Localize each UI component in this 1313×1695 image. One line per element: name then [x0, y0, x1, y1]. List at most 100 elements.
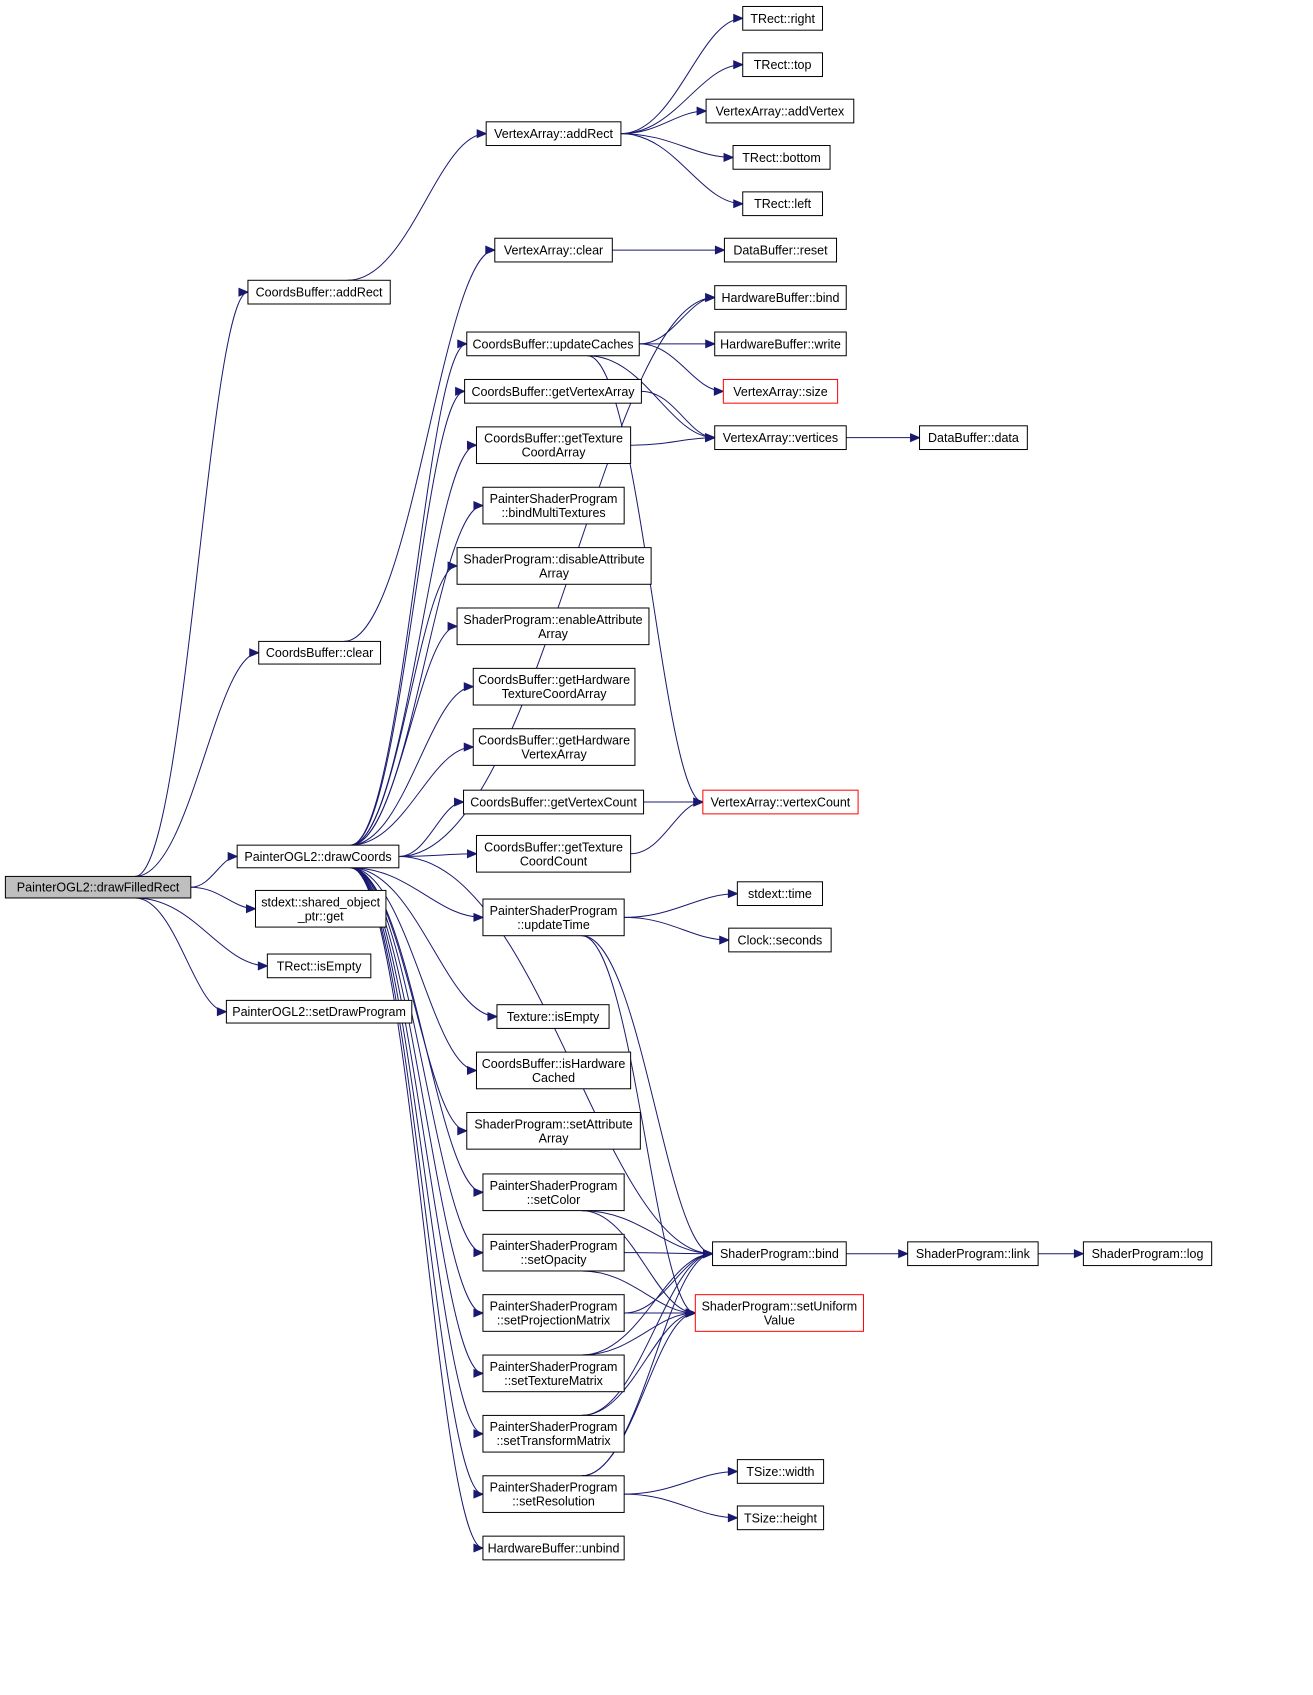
- node-drawCoords[interactable]: PainterOGL2::drawCoords: [236, 844, 400, 869]
- node-pspBindMulti[interactable]: PainterShaderProgram::bindMultiTextures: [482, 486, 625, 525]
- node-label: ShaderProgram::link: [916, 1247, 1031, 1261]
- node-dbReset[interactable]: DataBuffer::reset: [723, 237, 838, 263]
- node-trRight[interactable]: TRect::right: [742, 5, 824, 31]
- edge-line: [620, 64, 743, 135]
- node-vaAddVertex[interactable]: VertexArray::addVertex: [705, 98, 855, 124]
- edge-arrowhead: [705, 292, 716, 303]
- node-box: [714, 425, 847, 451]
- node-box: [254, 889, 387, 928]
- node-vaVertices[interactable]: VertexArray::vertices: [714, 425, 847, 451]
- edge-arrowhead: [473, 1248, 485, 1258]
- node-label: TRect::right: [750, 12, 815, 26]
- node-vaAddRect[interactable]: VertexArray::addRect: [485, 121, 622, 147]
- node-hbUnbind[interactable]: HardwareBuffer::unbind: [482, 1535, 625, 1561]
- edge-arrowhead: [713, 386, 725, 396]
- edge-arrowhead: [447, 621, 459, 631]
- node-pspUpdateTime[interactable]: PainterShaderProgram::updateTime: [482, 898, 625, 937]
- edge-drawFilledRect-to-drawCoords: [190, 851, 239, 888]
- edge-vaAddRect-to-trRight: [620, 13, 745, 135]
- node-trectIsEmpty[interactable]: TRect::isEmpty: [266, 953, 372, 979]
- node-pspSetOpacity[interactable]: PainterShaderProgram::setOpacity: [482, 1233, 625, 1272]
- node-clockSeconds[interactable]: Clock::seconds: [728, 927, 832, 953]
- edge-drawFilledRect-to-setDrawProgram: [135, 897, 228, 1017]
- edge-arrowhead: [703, 1249, 714, 1259]
- node-pspSetColor[interactable]: PainterShaderProgram::setColor: [482, 1173, 625, 1212]
- edge-drawCoords-to-pspUpdateTime: [350, 867, 485, 922]
- node-dbData[interactable]: DataBuffer::data: [919, 425, 1028, 451]
- edge-arrowhead: [249, 648, 261, 658]
- edge-arrowhead: [238, 287, 250, 297]
- node-setDrawProgram[interactable]: PainterOGL2::setDrawProgram: [225, 999, 413, 1024]
- node-cbGetHwTexCoord[interactable]: CoordsBuffer::getHardwareTextureCoordArr…: [472, 667, 636, 706]
- edge-vaClear-to-dbReset: [612, 245, 726, 255]
- node-label: VertexArray::vertexCount: [711, 796, 851, 810]
- node-label: ShaderProgram::setUniform: [702, 1300, 858, 1314]
- node-pspSetTransform[interactable]: PainterShaderProgram::setTransformMatrix: [482, 1414, 625, 1453]
- edge-line: [581, 935, 713, 1255]
- node-hbWrite[interactable]: HardwareBuffer::write: [714, 331, 847, 357]
- node-box: [482, 1535, 625, 1561]
- node-trBottom[interactable]: TRect::bottom: [732, 145, 831, 170]
- edge-arrowhead: [696, 106, 708, 116]
- node-label: PainterOGL2::setDrawProgram: [232, 1005, 406, 1019]
- node-trTop[interactable]: TRect::top: [742, 52, 824, 78]
- node-label: PainterShaderProgram: [490, 1239, 618, 1253]
- node-pspSetResolution[interactable]: PainterShaderProgram::setResolution: [482, 1475, 625, 1513]
- node-hbBind[interactable]: HardwareBuffer::bind: [714, 285, 847, 310]
- edge-line: [350, 867, 484, 1435]
- edge-vaAddRect-to-trTop: [620, 60, 745, 135]
- node-label: ::setColor: [527, 1193, 581, 1207]
- node-box: [736, 881, 824, 907]
- node-spLink[interactable]: ShaderProgram::link: [907, 1241, 1039, 1267]
- node-pspSetTexMatrix[interactable]: PainterShaderProgram::setTextureMatrix: [482, 1354, 625, 1393]
- node-drawFilledRect[interactable]: PainterOGL2::drawFilledRect: [4, 875, 192, 899]
- edge-pspSetResolution-to-spSetUniform: [581, 1308, 697, 1477]
- node-tsWidth[interactable]: TSize::width: [736, 1459, 825, 1484]
- node-pspSetProj[interactable]: PainterShaderProgram::setProjectionMatri…: [482, 1294, 625, 1332]
- edge-arrowhead: [705, 433, 716, 443]
- edge-drawCoords-to-pspSetColor: [350, 867, 485, 1197]
- node-cbGetVertexArray[interactable]: CoordsBuffer::getVertexArray: [464, 378, 642, 404]
- node-cbUpdateCaches[interactable]: CoordsBuffer::updateCaches: [466, 331, 640, 357]
- node-spLog[interactable]: ShaderProgram::log: [1082, 1241, 1213, 1267]
- edge-line: [581, 1312, 696, 1416]
- node-texIsEmpty[interactable]: Texture::isEmpty: [496, 1004, 610, 1029]
- edge-drawCoords-to-cbGetVertexCount: [398, 797, 465, 857]
- node-box: [456, 607, 650, 646]
- node-tsHeight[interactable]: TSize::height: [736, 1505, 825, 1531]
- node-box: [714, 331, 847, 357]
- node-cbGetVertexCount[interactable]: CoordsBuffer::getVertexCount: [463, 789, 645, 815]
- edge-pspUpdateTime-to-stdTime: [624, 889, 739, 918]
- node-cbAddRect[interactable]: CoordsBuffer::addRect: [247, 279, 391, 305]
- node-cbClear[interactable]: CoordsBuffer::clear: [258, 640, 382, 665]
- node-trLeft[interactable]: TRect::left: [742, 191, 824, 217]
- edge-vaAddRect-to-vaAddVertex: [620, 106, 708, 135]
- edge-line: [350, 867, 483, 1193]
- node-label: CoordsBuffer::isHardware: [482, 1057, 626, 1071]
- node-vaSize[interactable]: VertexArray::size: [722, 378, 839, 404]
- node-vaClear[interactable]: VertexArray::clear: [494, 237, 613, 263]
- edge-arrowhead: [447, 561, 459, 571]
- edge-arrowhead: [457, 339, 469, 349]
- edge-line: [347, 133, 487, 281]
- edge-line: [135, 897, 268, 967]
- edge-line: [350, 746, 474, 846]
- node-sharedGet[interactable]: stdext::shared_object_ptr::get: [254, 889, 387, 928]
- node-label: ::updateTime: [517, 918, 590, 932]
- node-spBind[interactable]: ShaderProgram::bind: [712, 1241, 847, 1267]
- node-box: [714, 285, 847, 310]
- node-box: [482, 1414, 625, 1453]
- node-label: CoordsBuffer::addRect: [256, 286, 383, 300]
- node-label: CoordCount: [520, 854, 588, 868]
- node-vaVertexCount[interactable]: VertexArray::vertexCount: [702, 789, 859, 815]
- edge-drawCoords-to-texIsEmpty: [350, 867, 499, 1022]
- node-stdTime[interactable]: stdext::time: [736, 881, 824, 907]
